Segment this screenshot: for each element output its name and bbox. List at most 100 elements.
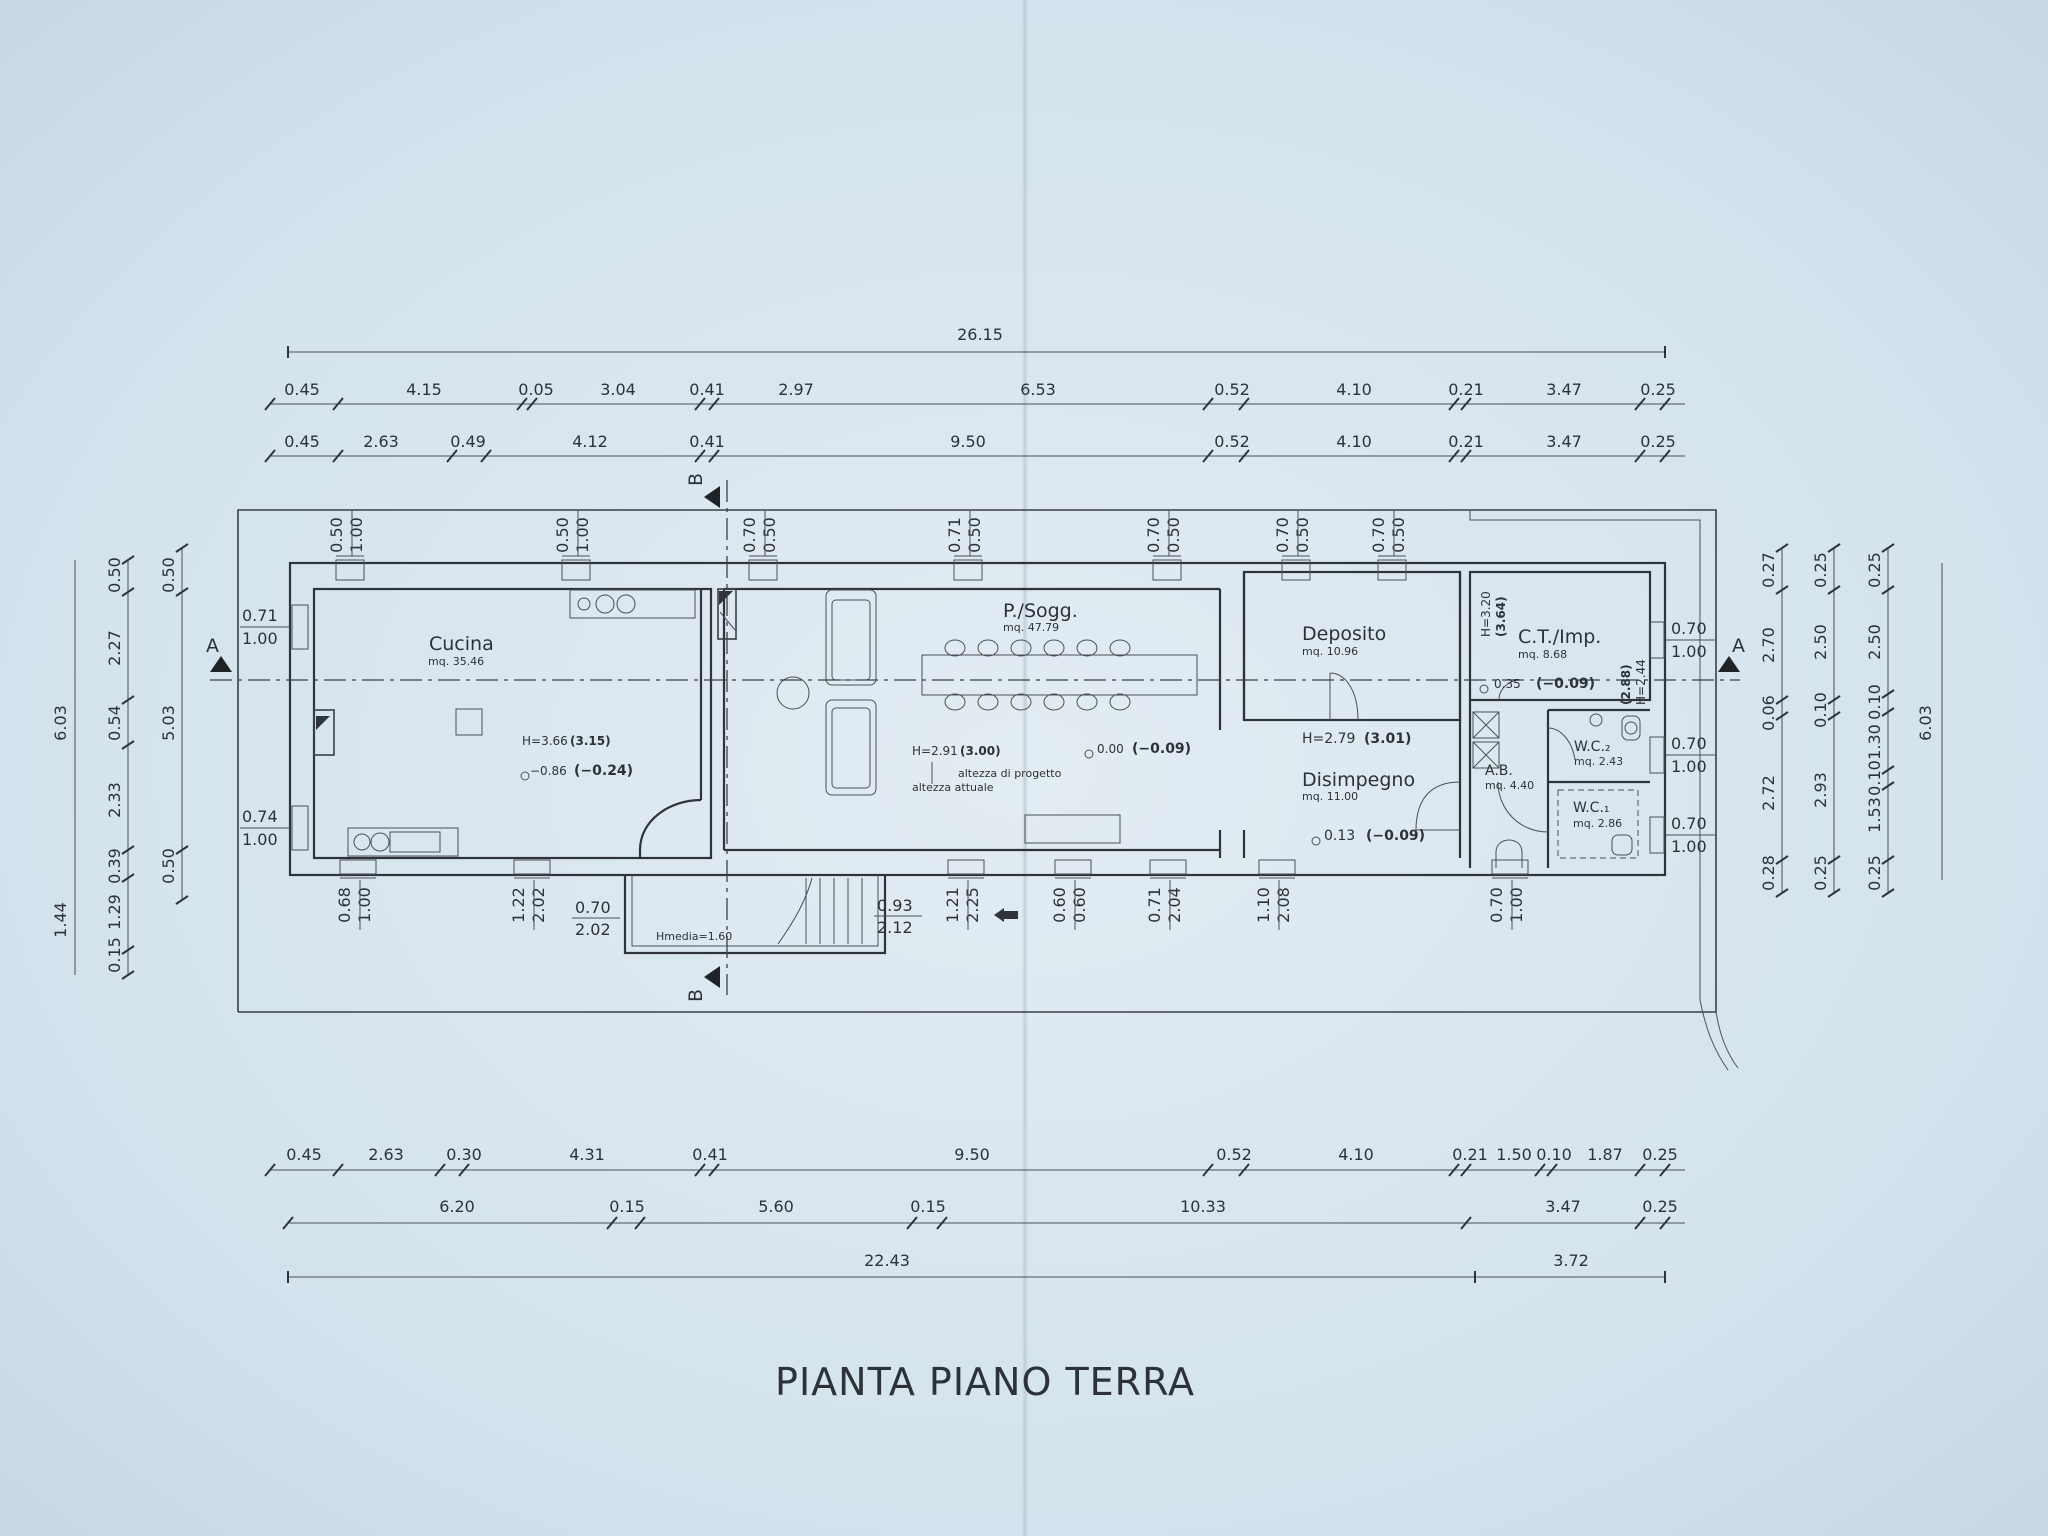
room-wc2-area: mq. 2.43 bbox=[1574, 755, 1623, 768]
bot-dim-1-8: 0.21 bbox=[1452, 1145, 1488, 1164]
opening-right-0-b: 1.00 bbox=[1671, 642, 1707, 661]
bot-dim-1-12: 0.25 bbox=[1642, 1145, 1678, 1164]
chair-top-3 bbox=[1043, 639, 1065, 657]
opening-annex-1-a: 0.70 bbox=[575, 898, 611, 917]
section-a-left-marker bbox=[210, 656, 232, 672]
right-c2-3: 2.93 bbox=[1811, 772, 1830, 808]
top-dim-2-8: 0.21 bbox=[1448, 432, 1484, 451]
left-dim-inner: 0.505.030.50 bbox=[159, 543, 189, 905]
opening-top-4-window bbox=[1152, 559, 1182, 581]
opening-top-5-b: 0.50 bbox=[1293, 517, 1312, 553]
bot-dim-2-5: 3.47 bbox=[1545, 1197, 1581, 1216]
room-wc2-name: W.C.₂ bbox=[1574, 739, 1611, 755]
room-soggiorno-height: H=2.91 bbox=[912, 744, 958, 758]
opening-annex-2-a: 0.93 bbox=[877, 896, 913, 915]
opening-bot-4-a: 0.71 bbox=[1145, 887, 1164, 923]
opening-bot-3-window bbox=[1054, 859, 1092, 875]
right-c1-2: 0.06 bbox=[1759, 695, 1778, 731]
right-c3-2: 0.10 bbox=[1865, 684, 1884, 720]
opening-annex-2-b: 2.12 bbox=[877, 918, 913, 937]
opening-top-3-window bbox=[953, 559, 983, 581]
right-c2-2: 0.10 bbox=[1811, 692, 1830, 728]
bot-dim-1-11: 1.87 bbox=[1587, 1145, 1623, 1164]
dim-left-6-03: 6.03 bbox=[51, 705, 70, 741]
opening-bot-5-window bbox=[1258, 859, 1296, 875]
room-disimpegno-height-2: (3.01) bbox=[1364, 731, 1411, 747]
top-dim-2-1: 2.63 bbox=[363, 432, 399, 451]
room-soggiorno-level: 0.00 bbox=[1097, 742, 1124, 756]
right-c2-1: 2.50 bbox=[1811, 624, 1830, 660]
opening-right-1-a: 0.70 bbox=[1671, 734, 1707, 753]
opening-bot-1-b: 2.02 bbox=[529, 887, 548, 923]
left-mid-4: 0.39 bbox=[105, 848, 124, 884]
bot-dim-1-7: 4.10 bbox=[1338, 1145, 1374, 1164]
opening-top-4-a: 0.70 bbox=[1144, 517, 1163, 553]
right-c3-3: 1.30 bbox=[1865, 724, 1884, 760]
right-c3-6: 0.25 bbox=[1865, 855, 1884, 891]
chair-bottom-1 bbox=[977, 693, 999, 711]
right-c2-0: 0.25 bbox=[1811, 552, 1830, 588]
opening-top-6-a: 0.70 bbox=[1369, 517, 1388, 553]
left-mid-5: 1.29 bbox=[105, 894, 124, 930]
drawing-title: PIANTA PIANO TERRA bbox=[775, 1360, 1195, 1404]
room-cucina-height-2: (3.15) bbox=[570, 734, 611, 748]
left-inner-1: 5.03 bbox=[159, 705, 178, 741]
opening-annex-1-b: 2.02 bbox=[575, 920, 611, 939]
top-dim-1-1: 4.15 bbox=[406, 380, 442, 399]
left-mid-3: 2.33 bbox=[105, 782, 124, 818]
top-dim-2-7: 4.10 bbox=[1336, 432, 1372, 451]
dim-total: 26.15 bbox=[957, 325, 1003, 344]
opening-bot-6-b: 1.00 bbox=[1507, 887, 1526, 923]
top-dim-1-10: 3.47 bbox=[1546, 380, 1582, 399]
bot-dim-1-3: 4.31 bbox=[569, 1145, 605, 1164]
right-c1-1: 2.70 bbox=[1759, 627, 1778, 663]
bot-dim-1-0: 0.45 bbox=[286, 1145, 322, 1164]
opening-top-5-window bbox=[1281, 559, 1311, 581]
dim-3-72: 3.72 bbox=[1553, 1251, 1589, 1270]
opening-top-2-window bbox=[748, 559, 778, 581]
top-dim-1-11: 0.25 bbox=[1640, 380, 1676, 399]
opening-right-0-a: 0.70 bbox=[1671, 619, 1707, 638]
opening-left-0-b: 1.00 bbox=[242, 629, 278, 648]
opening-top-0-window bbox=[335, 559, 365, 581]
room-deposito-area: mq. 10.96 bbox=[1302, 645, 1358, 658]
room-ct-level-2: (−0.09) bbox=[1536, 676, 1595, 692]
room-ct-level: 0.35 bbox=[1494, 677, 1521, 691]
stair-label: Hmedia=1.60 bbox=[656, 930, 732, 943]
top-dim-1-6: 6.53 bbox=[1020, 380, 1056, 399]
room-cucina-level-2: (−0.24) bbox=[574, 763, 633, 779]
right-c1-3: 2.72 bbox=[1759, 775, 1778, 811]
top-dim-2-9: 3.47 bbox=[1546, 432, 1582, 451]
section-a-left-label: A bbox=[206, 635, 219, 657]
room-wc1-area: mq. 2.86 bbox=[1573, 817, 1622, 830]
opening-left-0-window bbox=[291, 604, 309, 650]
opening-top-3-b: 0.50 bbox=[965, 517, 984, 553]
opening-left-0-a: 0.71 bbox=[242, 606, 278, 625]
section-a-right-marker bbox=[1718, 656, 1740, 672]
room-soggiorno-name: P./Sogg. bbox=[1003, 600, 1078, 622]
opening-bot-4-b: 2.04 bbox=[1165, 887, 1184, 923]
right-c3-1: 2.50 bbox=[1865, 624, 1884, 660]
bot-dim-2-6: 0.25 bbox=[1642, 1197, 1678, 1216]
chair-bottom-2 bbox=[1010, 693, 1032, 711]
left-dimensions: 6.03 1.44 0.502.270.542.330.391.290.15 0… bbox=[51, 543, 189, 980]
opening-top-3-a: 0.71 bbox=[945, 517, 964, 553]
opening-left-1-a: 0.74 bbox=[242, 807, 278, 826]
bot-dim-1-4: 0.41 bbox=[692, 1145, 728, 1164]
dining-chairs bbox=[944, 639, 1131, 711]
opening-left-1-window bbox=[291, 805, 309, 851]
opening-top-0-a: 0.50 bbox=[327, 517, 346, 553]
top-dim-2-6: 0.52 bbox=[1214, 432, 1250, 451]
right-dim-col-2: 0.252.500.102.930.25 bbox=[1811, 543, 1841, 898]
bot-dim-2-2: 5.60 bbox=[758, 1197, 794, 1216]
opening-bot-4-window bbox=[1149, 859, 1187, 875]
opening-right-0-window bbox=[1649, 621, 1665, 659]
opening-bot-5-b: 2.08 bbox=[1274, 887, 1293, 923]
bot-dim-1-6: 0.52 bbox=[1216, 1145, 1252, 1164]
room-ct-height-3: H=2.44 bbox=[1634, 659, 1648, 705]
